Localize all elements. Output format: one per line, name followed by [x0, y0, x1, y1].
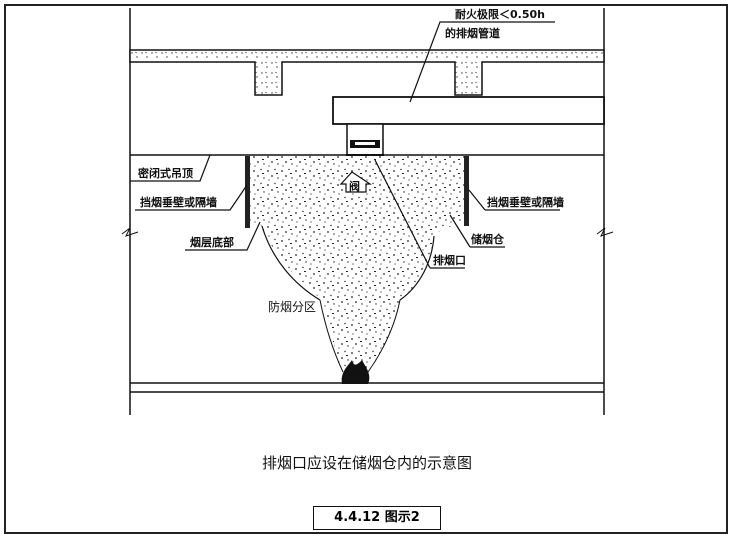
smoke-barrier-right: [464, 156, 469, 226]
sealed-ceiling-label: 密闭式吊顶: [138, 166, 193, 180]
figure-caption: 排烟口应设在储烟仓内的示意图: [261, 454, 472, 472]
smoke-reservoir-label: 储烟仓: [471, 232, 505, 246]
valve-arrow-icon: 阀: [339, 171, 372, 193]
duct-label-line2: 的排烟管道: [445, 26, 500, 40]
outer-frame: [4, 4, 728, 534]
valve-label: 阀: [349, 179, 360, 193]
fire-source-icon: [341, 360, 370, 384]
walls: [121, 8, 614, 415]
leader-lines: [130, 21, 560, 269]
figure-number: 4.4.12 图示2: [313, 506, 441, 530]
smoke-compartment-label: 防烟分区: [268, 299, 316, 314]
smoke-barrier-left: [245, 156, 250, 228]
smoke-outlet-damper: [346, 123, 384, 159]
barrier-right-label: 挡烟垂壁或隔墙: [487, 195, 564, 209]
barrier-left-label: 挡烟垂壁或隔墙: [140, 195, 217, 209]
duct-label-line1: 耐火极限＜0.50h: [455, 7, 545, 21]
smoke-layer-bottom-label: 烟层底部: [190, 235, 234, 249]
smoke-plume: [250, 156, 466, 372]
smoke-outlet-label: 排烟口: [433, 253, 466, 267]
smoke-exhaust-duct: [332, 96, 605, 125]
floor: [130, 382, 604, 393]
concrete-slab: [129, 49, 605, 96]
